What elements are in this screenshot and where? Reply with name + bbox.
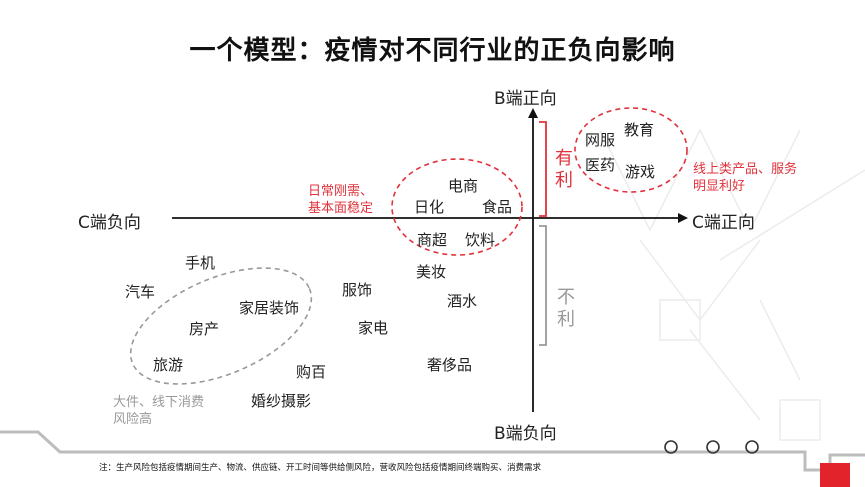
axis-label-left: C端负向 bbox=[78, 213, 141, 233]
online-note: 线上类产品、服务 明显利好 bbox=[693, 162, 798, 194]
favorable-bracket bbox=[539, 121, 547, 217]
industry-appliance: 家电 bbox=[358, 319, 389, 337]
industry-realestate: 房产 bbox=[189, 320, 220, 338]
unfavorable-bracket bbox=[539, 225, 547, 346]
industry-cosmetics: 美妆 bbox=[416, 263, 447, 281]
offline-cluster-ellipse bbox=[129, 267, 313, 385]
industry-furniture: 家居装饰 bbox=[239, 299, 300, 317]
footnote: 注：生产风险包括疫情期间生产、物流、供应链、开工时间等供给侧风险，营收风险包括疫… bbox=[99, 463, 542, 473]
industry-education: 教育 bbox=[624, 121, 655, 139]
industry-liquor: 酒水 bbox=[447, 292, 478, 310]
industry-internet: 网服 bbox=[585, 131, 616, 149]
axis-label-right: C端正向 bbox=[692, 213, 755, 233]
industry-auto: 汽车 bbox=[125, 283, 156, 301]
industry-apparel: 服饰 bbox=[342, 281, 373, 299]
industry-phone: 手机 bbox=[185, 254, 216, 272]
industry-wedding: 婚纱摄影 bbox=[251, 392, 312, 410]
industry-ecommerce: 电商 bbox=[448, 177, 479, 195]
page-title: 一个模型：疫情对不同行业的正负向影响 bbox=[189, 36, 676, 66]
axis-label-top: B端正向 bbox=[494, 89, 557, 109]
unfavorable-label: 不 利 bbox=[557, 287, 575, 330]
axis-label-bottom: B端负向 bbox=[494, 424, 557, 444]
essential-cluster-ellipse bbox=[391, 158, 523, 256]
decor-circles bbox=[664, 440, 759, 454]
industry-food: 食品 bbox=[482, 198, 513, 216]
vertical-axis-arrow bbox=[528, 108, 538, 118]
industry-beverage: 饮料 bbox=[465, 231, 496, 249]
background-decoration bbox=[599, 128, 865, 441]
industry-dept-store: 购百 bbox=[296, 363, 327, 381]
industry-games: 游戏 bbox=[625, 163, 656, 181]
horizontal-axis-arrow bbox=[678, 213, 688, 223]
favorable-label: 有 利 bbox=[555, 148, 573, 191]
offline-note: 大件、线下消费 风险高 bbox=[113, 395, 205, 427]
bottom-frame-line bbox=[0, 430, 865, 472]
industry-supermarket: 商超 bbox=[417, 231, 448, 249]
online-cluster-ellipse bbox=[574, 107, 688, 193]
industry-medicine: 医药 bbox=[585, 156, 616, 174]
corner-accent-block bbox=[820, 463, 850, 487]
industry-luxury: 奢侈品 bbox=[427, 356, 473, 374]
industry-travel: 旅游 bbox=[153, 356, 184, 374]
industry-daily: 日化 bbox=[414, 198, 445, 216]
essential-note: 日常刚需、 基本面稳定 bbox=[308, 184, 374, 216]
